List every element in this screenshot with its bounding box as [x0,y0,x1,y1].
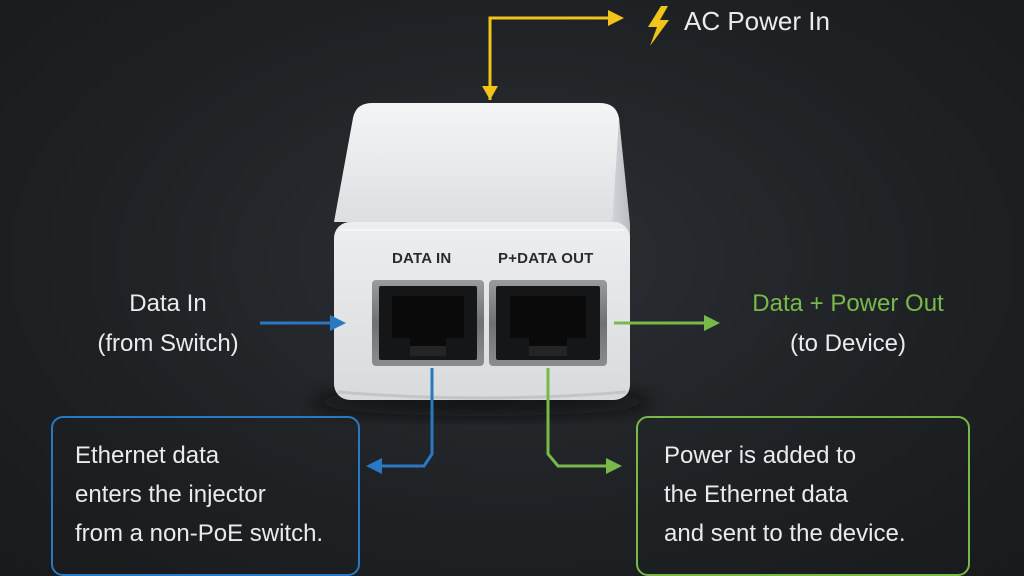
data-in-arrow [260,315,346,331]
left-callout-line-2: enters the injector [75,481,266,508]
left-callout-box: Ethernet data enters the injector from a… [51,416,360,576]
data-power-out-arrow [614,315,720,331]
port-label-p-data-out: P+DATA OUT [498,250,594,267]
left-callout-line-3: from a non-PoE switch. [75,520,324,547]
data-in-label: Data In (from Switch) [68,284,268,364]
data-in-subtitle: (from Switch) [97,330,239,357]
right-callout-line-1: Power is added to [664,442,857,469]
data-power-out-title: Data + Power Out [752,290,944,317]
poe-injector-device [334,103,630,400]
right-callout-line-2: the Ethernet data [664,481,849,508]
data-power-out-subtitle: (to Device) [789,330,907,357]
data-in-title: Data In [129,290,207,317]
data-power-out-port [489,280,607,366]
lightning-icon [648,6,669,46]
right-callout-line-3: and sent to the device. [664,520,906,547]
data-power-out-label: Data + Power Out (to Device) [720,284,976,364]
left-callout-line-1: Ethernet data [75,442,220,469]
port-label-data-in: DATA IN [392,250,452,267]
ac-power-arrow [482,10,624,100]
right-callout-box: Power is added to the Ethernet data and … [636,416,970,576]
device-top-face [334,103,628,222]
left-callout-connector [366,368,434,474]
right-callout-connector [546,368,622,474]
data-in-port [372,280,484,366]
ac-power-label: AC Power In [684,6,830,36]
